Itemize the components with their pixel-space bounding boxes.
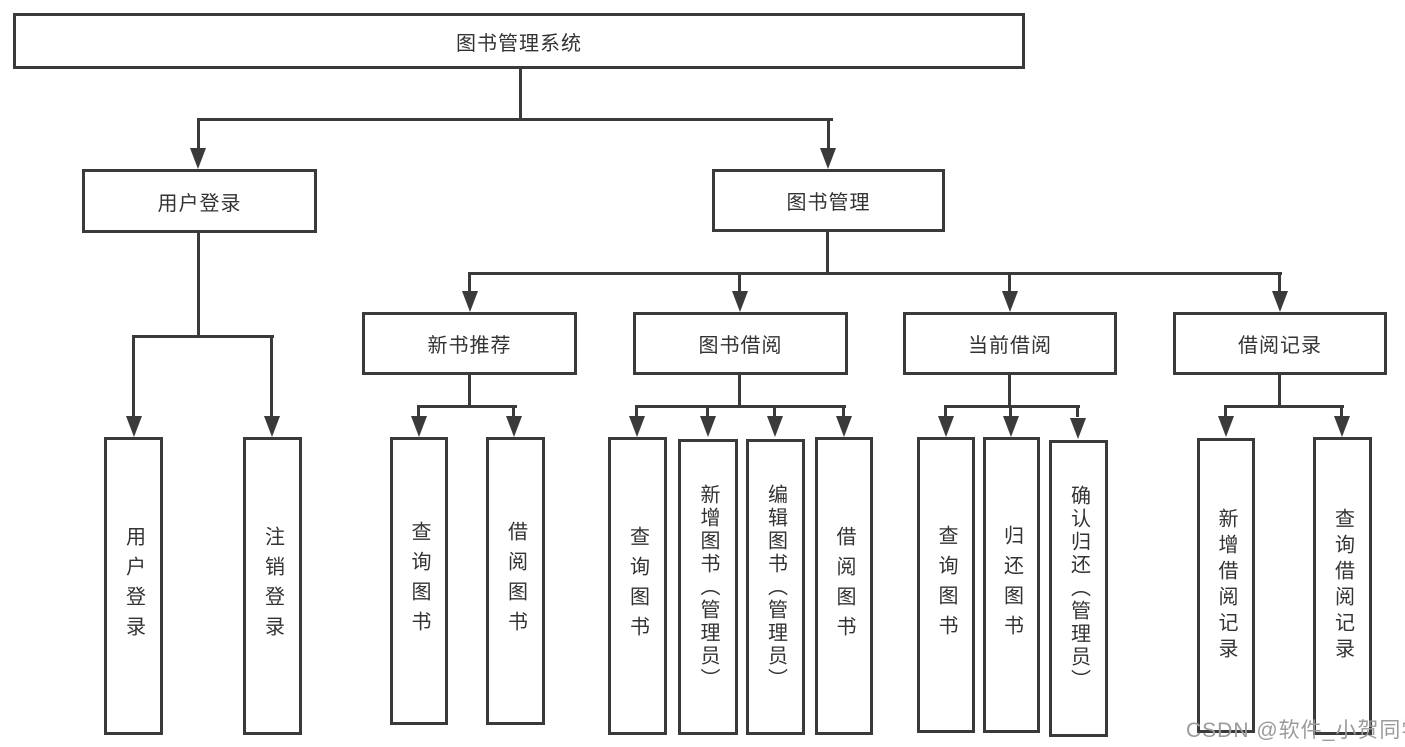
- node-label: 查询借阅记录: [1331, 508, 1354, 664]
- connector-arrow-icon: [190, 148, 206, 169]
- node-query-books-borrowing: 查询图书: [608, 437, 667, 735]
- node-label: 图书管理系统: [456, 32, 582, 55]
- connector-arrow-icon: [1334, 416, 1350, 437]
- connector-line: [635, 405, 638, 417]
- node-query-books-current: 查询图书: [917, 437, 975, 733]
- connector-arrow-icon: [700, 416, 716, 437]
- node-borrowing-records: 借阅记录: [1173, 312, 1387, 375]
- node-label: 确认归还（管理员）: [1067, 485, 1090, 692]
- node-add-books-admin: 新增图书（管理员）: [678, 439, 738, 735]
- node-library-management-system: 图书管理系统: [13, 13, 1025, 69]
- connector-line: [512, 405, 515, 417]
- node-label: 当前借阅: [968, 335, 1052, 357]
- connector-line: [944, 405, 1080, 408]
- connector-line: [1008, 375, 1011, 408]
- node-book-management: 图书管理: [712, 169, 945, 232]
- connector-line: [270, 335, 273, 417]
- connector-line: [1076, 405, 1079, 417]
- connector-arrow-icon: [732, 291, 748, 312]
- connector-arrow-icon: [126, 416, 142, 437]
- connector-arrow-icon: [938, 416, 954, 437]
- node-label: 新增借阅记录: [1215, 507, 1237, 664]
- connector-line: [1008, 272, 1011, 294]
- connector-line: [635, 405, 846, 408]
- connector-line: [1278, 375, 1281, 408]
- connector-arrow-icon: [629, 416, 645, 437]
- connector-arrow-icon: [264, 416, 280, 437]
- node-add-borrow-record: 新增借阅记录: [1197, 438, 1255, 733]
- node-label: 图书借阅: [698, 335, 783, 357]
- node-label: 查询图书: [626, 526, 649, 646]
- node-label: 用户登录: [157, 192, 242, 215]
- node-edit-books-admin: 编辑图书（管理员）: [746, 439, 805, 735]
- node-label: 图书管理: [786, 192, 871, 214]
- connector-line: [738, 272, 741, 294]
- node-return-books: 归还图书: [983, 437, 1040, 733]
- connector-line: [1224, 405, 1344, 408]
- connector-line: [738, 375, 741, 408]
- node-user-login: 用户登录: [82, 169, 317, 233]
- node-current-borrowing: 当前借阅: [903, 312, 1117, 375]
- node-label: 注销登录: [261, 526, 284, 646]
- node-query-borrow-record: 查询借阅记录: [1313, 437, 1372, 735]
- connector-line: [1009, 405, 1012, 417]
- connector-line: [197, 118, 200, 150]
- node-label: 归还图书: [1000, 525, 1023, 645]
- connector-line: [826, 232, 829, 275]
- connector-arrow-icon: [462, 291, 478, 312]
- connector-line: [468, 272, 1282, 275]
- node-label: 借阅图书: [504, 521, 527, 641]
- connector-line: [827, 118, 830, 150]
- node-book-borrowing: 图书借阅: [633, 312, 848, 375]
- connector-line: [842, 405, 845, 417]
- connector-line: [417, 405, 420, 417]
- node-borrow-books-recommend: 借阅图书: [486, 437, 545, 725]
- connector-line: [1340, 405, 1343, 417]
- connector-line: [773, 405, 776, 417]
- connector-arrow-icon: [767, 416, 783, 437]
- connector-line: [197, 118, 833, 121]
- connector-line: [417, 405, 517, 408]
- connector-arrow-icon: [820, 148, 836, 169]
- connector-line: [468, 375, 471, 408]
- connector-arrow-icon: [1003, 416, 1019, 437]
- node-label: 查询图书: [408, 521, 430, 641]
- connector-arrow-icon: [836, 416, 852, 437]
- node-label: 新增图书（管理员）: [697, 483, 719, 691]
- connector-line: [1224, 405, 1227, 417]
- connector-arrow-icon: [411, 416, 427, 437]
- node-label: 查询图书: [935, 525, 957, 645]
- connector-arrow-icon: [1218, 416, 1234, 437]
- connector-arrow-icon: [1002, 291, 1018, 312]
- node-borrow-books-borrowing: 借阅图书: [815, 437, 873, 735]
- connector-line: [132, 335, 135, 417]
- node-query-books-recommend: 查询图书: [390, 437, 448, 725]
- node-label: 借阅图书: [833, 526, 855, 646]
- node-label: 编辑图书（管理员）: [764, 483, 787, 691]
- connector-arrow-icon: [506, 416, 522, 437]
- connector-line: [197, 233, 200, 338]
- connector-line: [1278, 272, 1281, 294]
- connector-arrow-icon: [1272, 291, 1288, 312]
- connector-line: [468, 272, 471, 294]
- connector-line: [706, 405, 709, 417]
- watermark: CSDN @软件_小贺同学: [1186, 719, 1405, 742]
- node-confirm-return-admin: 确认归还（管理员）: [1049, 440, 1108, 737]
- node-new-book-recommendation: 新书推荐: [362, 312, 577, 375]
- node-logout: 注销登录: [243, 437, 302, 735]
- connector-arrow-icon: [1070, 418, 1086, 439]
- node-label: 用户登录: [122, 526, 145, 646]
- node-label: 新书推荐: [427, 335, 512, 357]
- node-label: 借阅记录: [1238, 335, 1322, 357]
- connector-line: [944, 405, 947, 417]
- node-user-login-leaf: 用户登录: [104, 437, 163, 735]
- connector-line: [132, 335, 274, 338]
- connector-line: [519, 67, 522, 118]
